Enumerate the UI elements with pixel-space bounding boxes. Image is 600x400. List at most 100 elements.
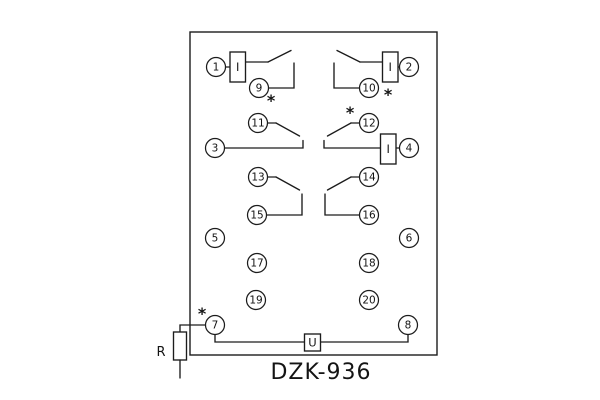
current-coil-label: I	[388, 60, 391, 74]
wire	[333, 62, 361, 89]
terminal-17: 17	[246, 252, 268, 274]
wire	[267, 62, 295, 89]
terminal-circle	[245, 289, 267, 311]
terminal-label: 18	[362, 258, 375, 270]
terminal-13: 13	[247, 166, 269, 188]
contact-1-9	[224, 49, 295, 89]
terminal-label: 9	[256, 83, 263, 95]
contact-14-16	[324, 176, 361, 216]
polarity-mark-12: *	[346, 103, 355, 122]
terminal-circle	[247, 166, 269, 188]
terminal-4: 4	[398, 137, 420, 159]
terminal-label: 12	[362, 118, 375, 130]
terminal-circle	[398, 227, 420, 249]
voltage-coil-circuit-7-8: U	[214, 333, 409, 352]
terminal-6: 6	[398, 227, 420, 249]
current-coil-2: I	[381, 51, 399, 83]
resistor-branch: R	[156, 324, 207, 379]
terminal-circle	[205, 56, 227, 78]
terminal-circle	[358, 166, 380, 188]
contact-blade	[275, 122, 301, 137]
terminal-label: 7	[212, 320, 219, 332]
voltage-coil-label: U	[308, 336, 316, 350]
relay-enclosure-outline	[189, 31, 438, 356]
terminal-label: 14	[362, 172, 376, 184]
terminal-label: 15	[250, 210, 263, 222]
terminal-circle	[248, 77, 270, 99]
terminal-circle	[246, 252, 268, 274]
terminal-11: 11	[247, 112, 269, 134]
terminal-label: 4	[406, 143, 413, 155]
terminal-3: 3	[204, 137, 226, 159]
contact-blade	[336, 49, 361, 63]
wire	[179, 324, 207, 333]
current-coil-box	[381, 51, 399, 83]
terminal-label: 11	[251, 118, 264, 130]
current-coil-label: I	[236, 60, 239, 74]
wire	[324, 193, 361, 216]
terminal-10: 10	[358, 77, 380, 99]
polarity-mark-10: *	[384, 85, 393, 104]
terminal-7: 7	[204, 314, 226, 336]
terminal-20: 20	[358, 289, 380, 311]
terminal-circle	[358, 289, 380, 311]
terminal-16: 16	[358, 204, 380, 226]
voltage-coil-box	[303, 333, 322, 352]
wire	[223, 139, 304, 149]
terminal-circle	[398, 137, 420, 159]
terminal-label: 2	[406, 62, 413, 74]
terminal-label: 19	[249, 295, 262, 307]
contact-blade	[275, 176, 301, 191]
terminal-label: 16	[362, 210, 376, 222]
wire	[214, 333, 306, 343]
terminal-12: 12	[358, 112, 380, 134]
current-coil-1: I	[229, 51, 247, 83]
terminal-circle	[204, 227, 226, 249]
terminal-circle	[204, 137, 226, 159]
terminal-15: 15	[246, 204, 268, 226]
polarity-mark-9: *	[267, 91, 276, 110]
resistor-label: R	[156, 345, 165, 360]
terminal-5: 5	[204, 227, 226, 249]
polarity-mark-7: *	[198, 304, 207, 323]
wire	[265, 193, 303, 216]
terminal-label: 10	[362, 83, 375, 95]
terminal-circle	[358, 204, 380, 226]
contact-blade	[267, 49, 292, 63]
terminal-19: 19	[245, 289, 267, 311]
model-title: DZK-936	[270, 360, 371, 385]
contact-blade	[326, 176, 352, 191]
terminal-label: 3	[212, 143, 219, 155]
current-coil-label: I	[386, 142, 389, 156]
terminal-label: 17	[250, 258, 263, 270]
terminal-8: 8	[397, 314, 419, 336]
terminal-14: 14	[358, 166, 380, 188]
terminal-circle	[358, 112, 380, 134]
terminal-9: 9	[248, 77, 270, 99]
terminal-1: 1	[205, 56, 227, 78]
terminal-label: 6	[406, 233, 413, 245]
wire	[319, 333, 409, 343]
terminal-label: 1	[213, 62, 220, 74]
terminal-2: 2	[398, 56, 420, 78]
resistor-box	[172, 331, 188, 361]
terminal-circle	[204, 314, 226, 336]
terminal-circle	[397, 314, 419, 336]
current-coil-4: I	[379, 133, 397, 165]
contact-11-3	[223, 122, 304, 149]
contact-blade	[326, 122, 352, 137]
terminal-circle	[358, 252, 380, 274]
terminal-circle	[358, 77, 380, 99]
terminal-18: 18	[358, 252, 380, 274]
terminal-circle	[398, 56, 420, 78]
current-coil-box	[379, 133, 397, 165]
terminal-label: 20	[362, 295, 375, 307]
terminal-circle	[246, 204, 268, 226]
contact-13-15	[265, 176, 303, 216]
terminal-circle	[247, 112, 269, 134]
current-coil-box	[229, 51, 247, 83]
terminal-label: 13	[251, 172, 264, 184]
wire	[323, 139, 382, 149]
